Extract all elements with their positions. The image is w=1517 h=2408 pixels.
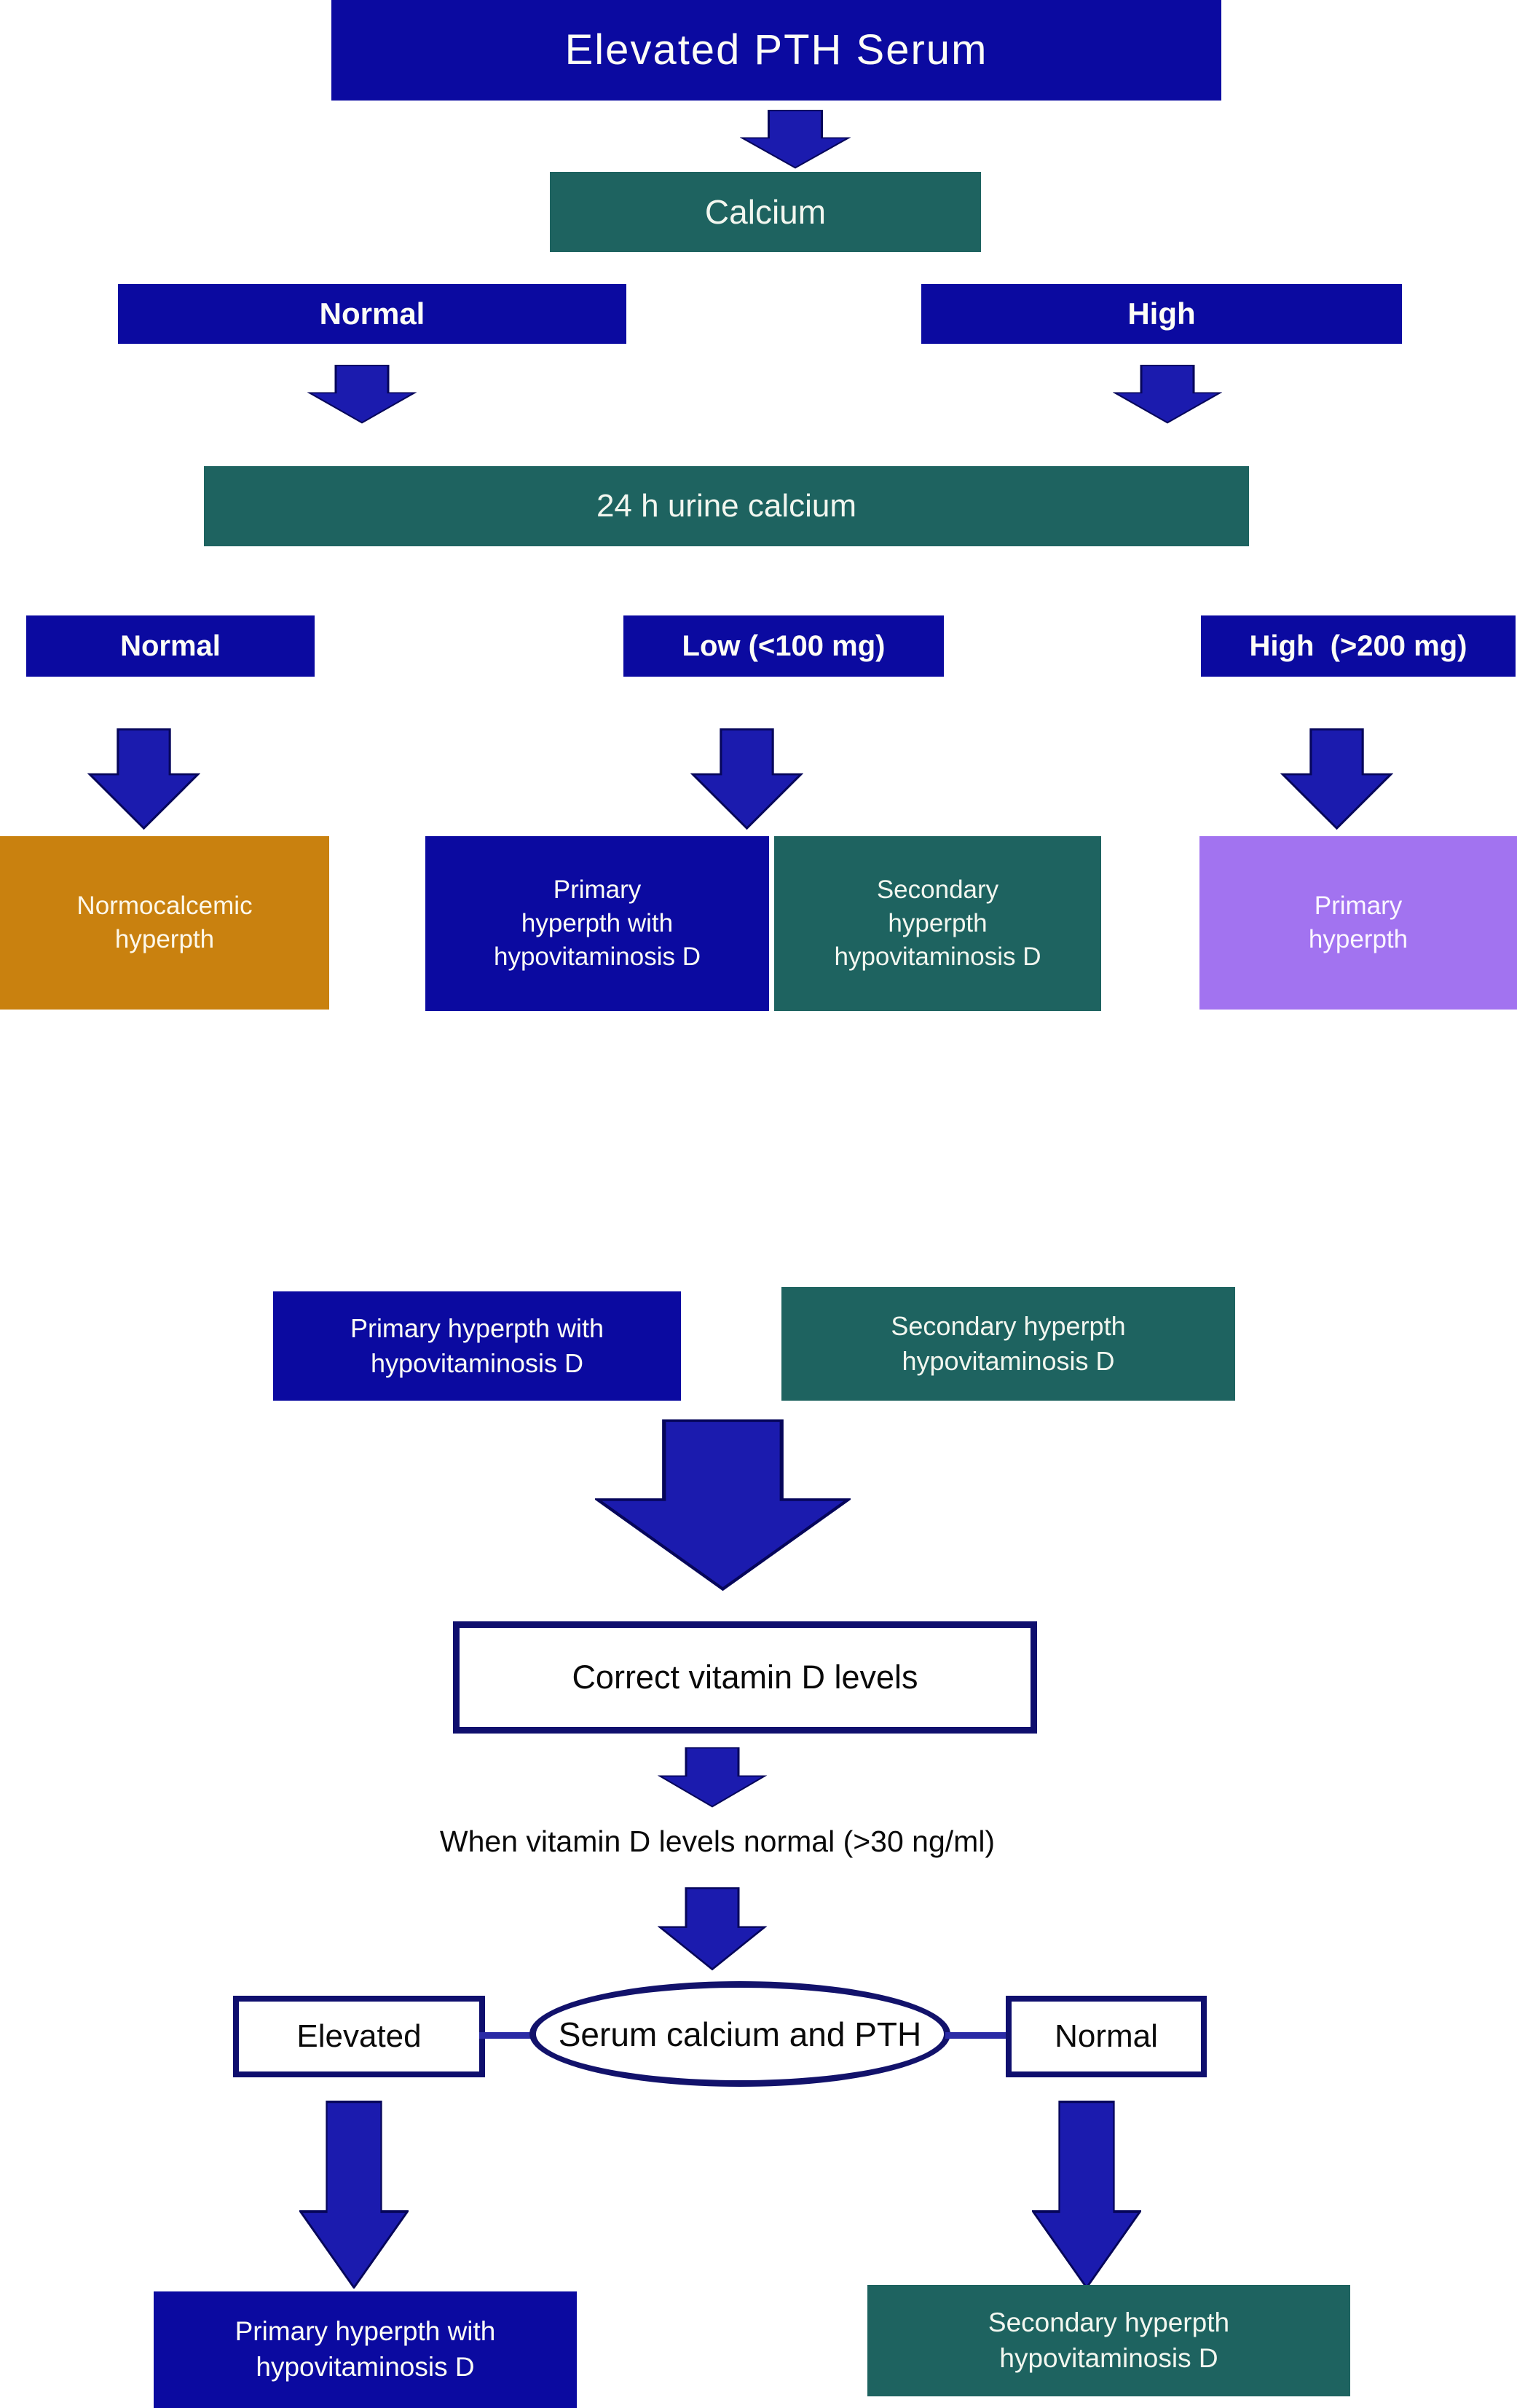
down-arrow-icon [658, 1747, 767, 1808]
node-secondary-hyperpth-hypovitaminosis: Secondary hyperpth hypovitaminosis D [774, 836, 1101, 1011]
node-primary-hyperpth-hypovitaminosis: Primary hyperpth with hypovitaminosis D [425, 836, 769, 1011]
down-arrow-icon [595, 1419, 851, 1591]
note-when-vitamin-d-normal: When vitamin D levels normal (>30 ng/ml) [439, 1825, 996, 1858]
node-calcium-normal: Normal [118, 284, 626, 344]
down-arrow-icon [658, 1886, 767, 1971]
node-retest-normal: Normal [1006, 1996, 1207, 2077]
node-track-primary-hyperpth: Primary hyperpth with hypovitaminosis D [273, 1291, 681, 1401]
connector-line [945, 2032, 1011, 2039]
node-calcium: Calcium [550, 172, 981, 252]
node-normocalcemic-hyperpth: Normocalcemic hyperpth [0, 836, 329, 1010]
node-urine-calcium: 24 h urine calcium [204, 466, 1249, 546]
node-correct-vitamin-d: Correct vitamin D levels [453, 1621, 1037, 1734]
node-elevated-pth-serum: Elevated PTH Serum [331, 0, 1221, 101]
down-arrow-icon [299, 2101, 409, 2289]
down-arrow-icon [1280, 728, 1393, 830]
node-serum-calcium-pth: Serum calcium and PTH [529, 1981, 950, 2087]
node-urine-high: High (>200 mg) [1201, 615, 1516, 677]
down-arrow-icon [740, 109, 851, 169]
node-track-secondary-hyperpth: Secondary hyperpth hypovitaminosis D [781, 1287, 1235, 1401]
node-final-secondary-hyperpth: Secondary hyperpth hypovitaminosis D [867, 2285, 1350, 2396]
node-urine-low: Low (<100 mg) [623, 615, 944, 677]
node-calcium-high: High [921, 284, 1402, 344]
down-arrow-icon [1032, 2101, 1141, 2289]
down-arrow-icon [87, 728, 200, 830]
node-urine-normal: Normal [26, 615, 315, 677]
down-arrow-icon [307, 364, 417, 424]
node-retest-elevated: Elevated [233, 1996, 485, 2077]
connector-line [479, 2032, 535, 2039]
down-arrow-icon [1113, 364, 1222, 424]
node-final-primary-hyperpth: Primary hyperpth with hypovitaminosis D [154, 2291, 577, 2408]
node-primary-hyperpth: Primary hyperpth [1199, 836, 1517, 1010]
down-arrow-icon [690, 728, 803, 830]
